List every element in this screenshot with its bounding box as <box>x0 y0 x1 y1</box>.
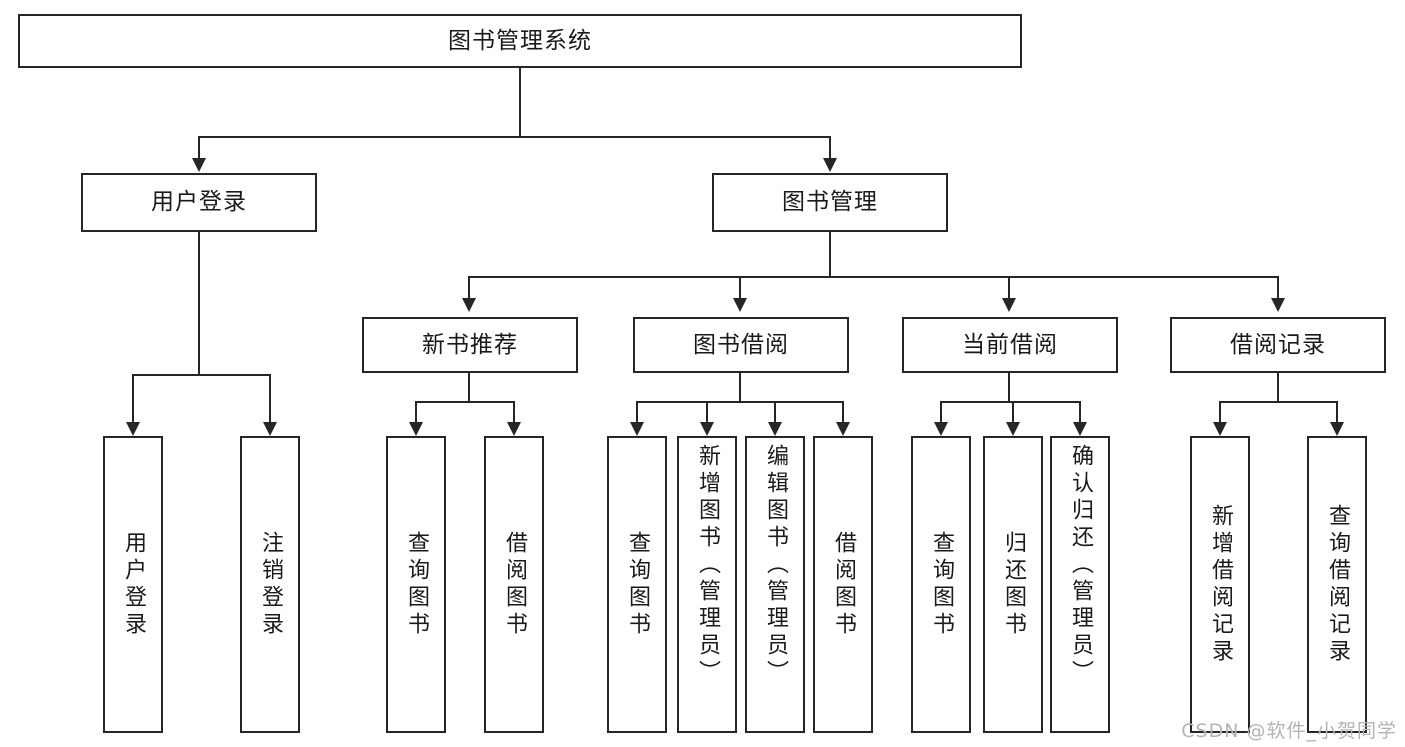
edge-bookborrow-leg-2 <box>706 401 708 422</box>
node-label: 确认归还（管理员） <box>1068 444 1093 687</box>
edge-newbookrec-bus <box>415 401 515 403</box>
leaf-user-login[interactable]: 用户登录 <box>103 436 163 733</box>
node-label: 当前借阅 <box>962 331 1058 358</box>
leaf-query-book-current[interactable]: 查询图书 <box>911 436 971 733</box>
arrow-to-confirm-return <box>1073 422 1087 436</box>
edge-bookborrow-leg-4 <box>842 401 844 422</box>
edge-currentborrow-bus <box>940 401 1081 403</box>
leaf-query-borrow-record[interactable]: 查询借阅记录 <box>1307 436 1367 733</box>
edge-borrowrecord-leg-2 <box>1336 401 1338 422</box>
leaf-query-book-newbook[interactable]: 查询图书 <box>386 436 446 733</box>
leaf-borrow-book-newbook[interactable]: 借阅图书 <box>484 436 544 733</box>
edge-bookmanage-leg-3 <box>1008 276 1010 298</box>
arrow-to-query-book-2 <box>630 422 644 436</box>
arrow-to-query-borrow-record <box>1330 422 1344 436</box>
node-label: 新增图书（管理员） <box>695 444 720 687</box>
node-label: 新增借阅记录 <box>1208 503 1233 666</box>
edge-borrowrecord-bus <box>1219 401 1337 403</box>
edge-userlogin-bus <box>132 374 270 376</box>
edge-userlogin-leg-2 <box>269 374 271 422</box>
arrow-to-book-borrow <box>733 298 747 312</box>
edge-bookmanage-leg-4 <box>1277 276 1279 298</box>
node-label: 查询借阅记录 <box>1325 503 1350 666</box>
edge-userlogin-trunk <box>198 232 200 374</box>
arrow-to-current-borrow <box>1002 298 1016 312</box>
leaf-borrow-book[interactable]: 借阅图书 <box>813 436 873 733</box>
arrow-to-query-book-1 <box>409 422 423 436</box>
node-label: 用户登录 <box>151 189 247 216</box>
leaf-add-borrow-record[interactable]: 新增借阅记录 <box>1190 436 1250 733</box>
edge-userlogin-leg-1 <box>132 374 134 422</box>
node-book-management[interactable]: 图书管理 <box>712 173 948 232</box>
edge-borrowrecord-trunk <box>1277 373 1279 401</box>
node-label: 借阅记录 <box>1230 331 1326 358</box>
node-root-book-management-system[interactable]: 图书管理系统 <box>18 14 1022 68</box>
node-label: 归还图书 <box>1001 530 1026 639</box>
arrow-to-query-book-3 <box>934 422 948 436</box>
node-label: 图书管理系统 <box>448 27 592 54</box>
node-label: 图书管理 <box>782 189 878 216</box>
arrow-to-borrow-book-2 <box>836 422 850 436</box>
node-current-borrow[interactable]: 当前借阅 <box>902 317 1118 373</box>
edge-bookborrow-leg-1 <box>636 401 638 422</box>
node-label: 查询图书 <box>404 530 429 639</box>
edge-bookmanage-leg-2 <box>739 276 741 298</box>
leaf-edit-book-admin[interactable]: 编辑图书（管理员） <box>745 436 805 733</box>
node-borrow-record[interactable]: 借阅记录 <box>1170 317 1386 373</box>
leaf-return-book[interactable]: 归还图书 <box>983 436 1043 733</box>
edge-newbookrec-trunk <box>468 373 470 401</box>
arrow-to-logout-leaf <box>263 422 277 436</box>
node-label: 注销登录 <box>258 530 283 639</box>
edge-bookmanage-leg-1 <box>468 276 470 298</box>
edge-bookmanage-trunk <box>829 232 831 276</box>
edge-currentborrow-trunk <box>1008 373 1010 401</box>
edge-bookborrow-bus <box>636 401 844 403</box>
edge-root-bus <box>198 136 831 138</box>
leaf-add-book-admin[interactable]: 新增图书（管理员） <box>677 436 737 733</box>
arrow-to-borrow-record <box>1271 298 1285 312</box>
edge-root-leg-2 <box>829 136 831 158</box>
arrow-to-user-login-leaf <box>126 422 140 436</box>
arrow-to-borrow-book-1 <box>507 422 521 436</box>
arrow-to-new-book-rec <box>462 298 476 312</box>
node-label: 图书借阅 <box>693 331 789 358</box>
leaf-confirm-return-admin[interactable]: 确认归还（管理员） <box>1050 436 1110 733</box>
edge-newbookrec-leg-1 <box>415 401 417 422</box>
edge-currentborrow-leg-2 <box>1012 401 1014 422</box>
edge-borrowrecord-leg-1 <box>1219 401 1221 422</box>
node-user-login[interactable]: 用户登录 <box>81 173 317 232</box>
edge-currentborrow-leg-3 <box>1079 401 1081 422</box>
node-new-book-recommendation[interactable]: 新书推荐 <box>362 317 578 373</box>
arrow-to-book-manage <box>823 158 837 172</box>
edge-root-leg-1 <box>198 136 200 158</box>
node-label: 查询图书 <box>625 530 650 639</box>
node-book-borrow[interactable]: 图书借阅 <box>633 317 849 373</box>
edge-bookborrow-leg-3 <box>774 401 776 422</box>
node-label: 借阅图书 <box>502 530 527 639</box>
edge-newbookrec-leg-2 <box>513 401 515 422</box>
node-label: 借阅图书 <box>831 530 856 639</box>
arrow-to-edit-book <box>768 422 782 436</box>
leaf-logout[interactable]: 注销登录 <box>240 436 300 733</box>
edge-bookborrow-trunk <box>739 373 741 401</box>
watermark-text: CSDN @软件_小贺同学 <box>1181 720 1397 742</box>
leaf-query-book-borrow[interactable]: 查询图书 <box>607 436 667 733</box>
node-label: 编辑图书（管理员） <box>763 444 788 687</box>
arrow-to-add-book <box>700 422 714 436</box>
arrow-to-return-book <box>1006 422 1020 436</box>
arrow-to-user-login <box>192 158 206 172</box>
node-label: 用户登录 <box>121 530 146 639</box>
node-label: 新书推荐 <box>422 331 518 358</box>
arrow-to-add-borrow-record <box>1213 422 1227 436</box>
node-label: 查询图书 <box>929 530 954 639</box>
edge-root-trunk <box>519 68 521 136</box>
edge-bookmanage-bus <box>468 276 1279 278</box>
edge-currentborrow-leg-1 <box>940 401 942 422</box>
